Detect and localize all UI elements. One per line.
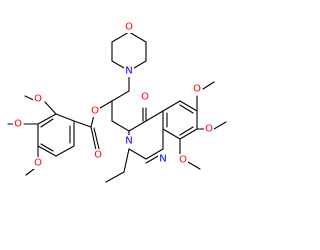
oxygen-atom-label: O bbox=[141, 92, 149, 103]
bond bbox=[128, 120, 147, 132]
bond bbox=[162, 128, 181, 140]
bond bbox=[213, 121, 227, 130]
bond bbox=[111, 31, 130, 43]
bond bbox=[90, 126, 97, 151]
bond bbox=[179, 104, 194, 114]
oxygen-atom-label: O bbox=[34, 158, 42, 169]
bond bbox=[111, 90, 130, 102]
bond bbox=[55, 113, 75, 122]
oxygen-atom-label: O bbox=[94, 150, 102, 161]
bond bbox=[111, 120, 130, 132]
bond bbox=[145, 110, 164, 122]
oxygen-atom-label: O bbox=[34, 94, 42, 105]
bond-lines bbox=[7, 31, 227, 183]
bond bbox=[162, 100, 181, 112]
bond bbox=[73, 120, 92, 128]
oxygen-atom-label: O bbox=[14, 119, 22, 130]
atom-label-background bbox=[33, 157, 43, 169]
molecule-structure-diagram: O N O O O N N O O O O O O bbox=[7, 21, 227, 183]
oxygen-atom-label: O bbox=[205, 124, 213, 135]
bond bbox=[44, 101, 57, 115]
atom-labels: O N O O O N N O O O O O O bbox=[13, 21, 214, 169]
atom-label-background bbox=[204, 123, 214, 135]
bond bbox=[145, 148, 164, 160]
atom-label-background bbox=[178, 154, 188, 166]
bond bbox=[123, 148, 130, 173]
atom-label-background bbox=[192, 83, 202, 95]
atom-label-background bbox=[158, 153, 168, 165]
oxygen-atom-label: O bbox=[125, 22, 133, 33]
bond bbox=[40, 118, 54, 128]
atom-label-background bbox=[93, 149, 103, 161]
bond bbox=[179, 128, 198, 140]
bond bbox=[37, 145, 57, 157]
oxygen-atom-label: O bbox=[193, 84, 201, 95]
bond bbox=[128, 148, 147, 160]
atom-label-background bbox=[33, 93, 43, 105]
bond bbox=[187, 161, 201, 170]
oxygen-atom-label: O bbox=[179, 155, 187, 166]
bond bbox=[40, 143, 54, 152]
atom-label-background bbox=[124, 21, 134, 33]
bond bbox=[202, 81, 215, 90]
bond bbox=[55, 145, 75, 157]
atom-label-background bbox=[124, 65, 134, 77]
oxygen-atom-label: O bbox=[91, 106, 99, 117]
bond bbox=[93, 127, 100, 150]
bond bbox=[179, 100, 198, 112]
bond bbox=[37, 113, 57, 125]
atom-label-background bbox=[90, 105, 100, 117]
nitrogen-atom-label: N bbox=[125, 136, 132, 147]
bond bbox=[105, 171, 125, 183]
bond bbox=[145, 154, 161, 164]
bond bbox=[128, 31, 147, 43]
nitrogen-atom-label: N bbox=[125, 66, 132, 77]
atom-label-background bbox=[13, 118, 23, 130]
bond bbox=[179, 126, 194, 136]
atom-label-background bbox=[140, 91, 150, 103]
atom-label-background bbox=[124, 135, 134, 147]
nitrogen-atom-label: N bbox=[159, 154, 166, 165]
